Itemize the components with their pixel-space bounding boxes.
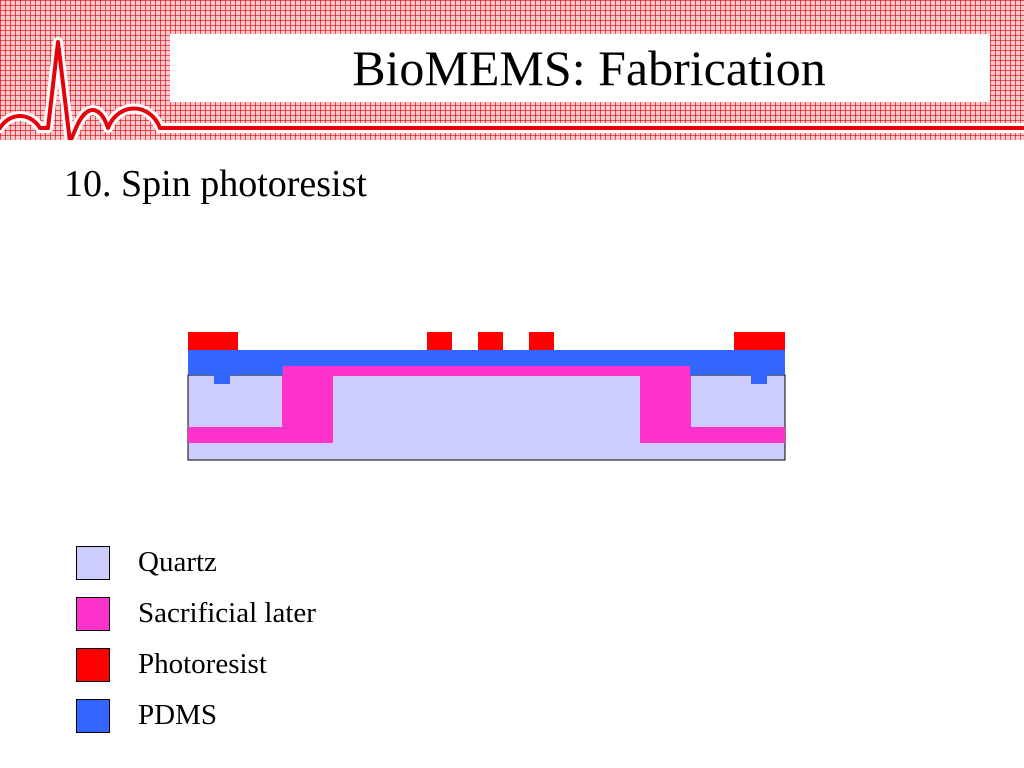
photoresist-block-center-3 [529,332,554,350]
photoresist-block-right [734,332,785,350]
title-box: BioMEMS: Fabrication [170,34,990,102]
sacrificial-channel [282,366,691,376]
legend-label-sacrificial: Sacrificial later [138,597,316,629]
legend-label-pdms: PDMS [138,699,217,731]
photoresist-layer [188,332,785,350]
pdms-left-peg [214,374,230,384]
sacrificial-layer [188,366,785,443]
sacrificial-right-post [640,366,691,443]
photoresist-block-center-2 [478,332,503,350]
pdms-top-layer [188,350,785,366]
heartbeat-waveform-icon [0,37,1024,140]
legend-swatch-quartz [76,546,110,580]
legend-label-quartz: Quartz [138,546,217,578]
quartz-substrate [187,374,786,461]
legend-swatch-photoresist [76,648,110,682]
sacrificial-right-strip [690,427,785,443]
pdms-layer [188,350,785,384]
legend-item-pdms: PDMS [76,698,476,733]
sacrificial-left-post [282,366,333,443]
pdms-right-peg [751,374,767,384]
pdms-right-shoulder [690,366,785,375]
legend-swatch-sacrificial [76,597,110,631]
legend-item-photoresist: Photoresist [76,647,476,682]
sacrificial-left-strip [188,427,283,443]
page-title: BioMEMS: Fabrication [352,40,826,96]
photoresist-block-center-1 [427,332,452,350]
legend-item-quartz: Quartz [76,545,476,580]
legend-swatch-pdms [76,699,110,733]
pdms-left-shoulder [188,366,283,375]
photoresist-block-left [188,332,238,350]
step-heading: 10. Spin photoresist [64,163,367,205]
legend-item-sacrificial: Sacrificial later [76,596,476,631]
legend-label-photoresist: Photoresist [138,648,267,680]
